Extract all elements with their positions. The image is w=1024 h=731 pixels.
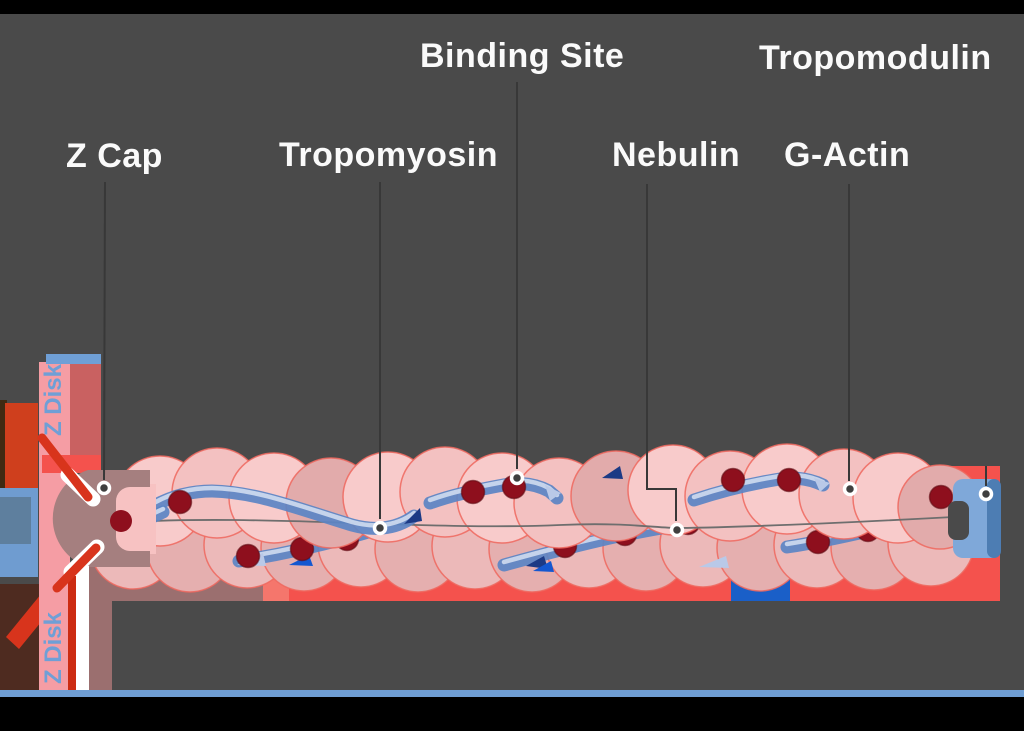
binding-site-dot xyxy=(167,489,193,515)
ribbon-fold xyxy=(545,485,561,501)
binding-site-dot xyxy=(928,484,954,510)
ribbon-fold xyxy=(699,556,729,568)
ribbon-fold xyxy=(814,478,830,492)
binding-site-dot xyxy=(235,543,261,569)
z-disk-red-column xyxy=(70,362,101,470)
label-z-disk-bottom: Z Disk xyxy=(40,611,67,685)
nebulin-leader xyxy=(646,184,677,521)
label-tropomodulin: Tropomodulin xyxy=(759,39,992,77)
z-cap-red-filament-top xyxy=(37,433,93,502)
top-letterbox-bar xyxy=(0,0,1024,14)
cup-notch-dot xyxy=(110,510,132,532)
ribbon-fold xyxy=(533,561,554,572)
label-g-actin: G-Actin xyxy=(784,136,911,174)
binding-site-dot xyxy=(776,467,802,493)
orange-red-block xyxy=(5,403,38,488)
label-nebulin: Nebulin xyxy=(612,136,741,174)
z-cap-marker[interactable] xyxy=(96,480,112,496)
z-cap-cup xyxy=(52,470,150,567)
label-z-disk-top: Z Disk xyxy=(40,363,67,437)
label-binding-site: Binding Site xyxy=(420,37,625,75)
red-vertical-stripe xyxy=(68,576,76,691)
nebulin-marker[interactable] xyxy=(669,522,685,538)
binding-site-dot xyxy=(720,467,746,493)
z-cap-red-filament-bottom xyxy=(52,543,101,593)
tropomyosin-ribbon xyxy=(687,471,830,507)
tropomodulin-marker[interactable] xyxy=(978,486,994,502)
steel-blue-inner-block xyxy=(0,497,31,544)
bottom-letterbox-bar xyxy=(0,697,1024,731)
tropomyosin-ribbon-highlight xyxy=(427,478,560,503)
ribbon-fold xyxy=(602,466,623,479)
nebulin-line xyxy=(111,515,973,529)
white-vertical-stripe xyxy=(76,566,89,691)
brown-edge-strip xyxy=(0,400,7,489)
ribbon-fold xyxy=(404,508,422,524)
z-cap-leader xyxy=(103,181,106,481)
z-disk-blue-cap-bar xyxy=(46,354,101,364)
tropomodulin-cap-notch xyxy=(948,501,969,540)
g-actin-marker[interactable] xyxy=(842,481,858,497)
label-z-cap: Z Cap xyxy=(66,137,163,175)
binding-site-marker[interactable] xyxy=(509,470,525,486)
tropomyosin-ribbon-highlight xyxy=(691,472,826,500)
label-tropomyosin: Tropomyosin xyxy=(279,136,498,174)
tropomyosin-marker[interactable] xyxy=(372,520,388,536)
tropomyosin-ribbon xyxy=(423,477,564,510)
footer-blue-bar xyxy=(0,690,1024,697)
binding-site-dot xyxy=(460,479,486,505)
